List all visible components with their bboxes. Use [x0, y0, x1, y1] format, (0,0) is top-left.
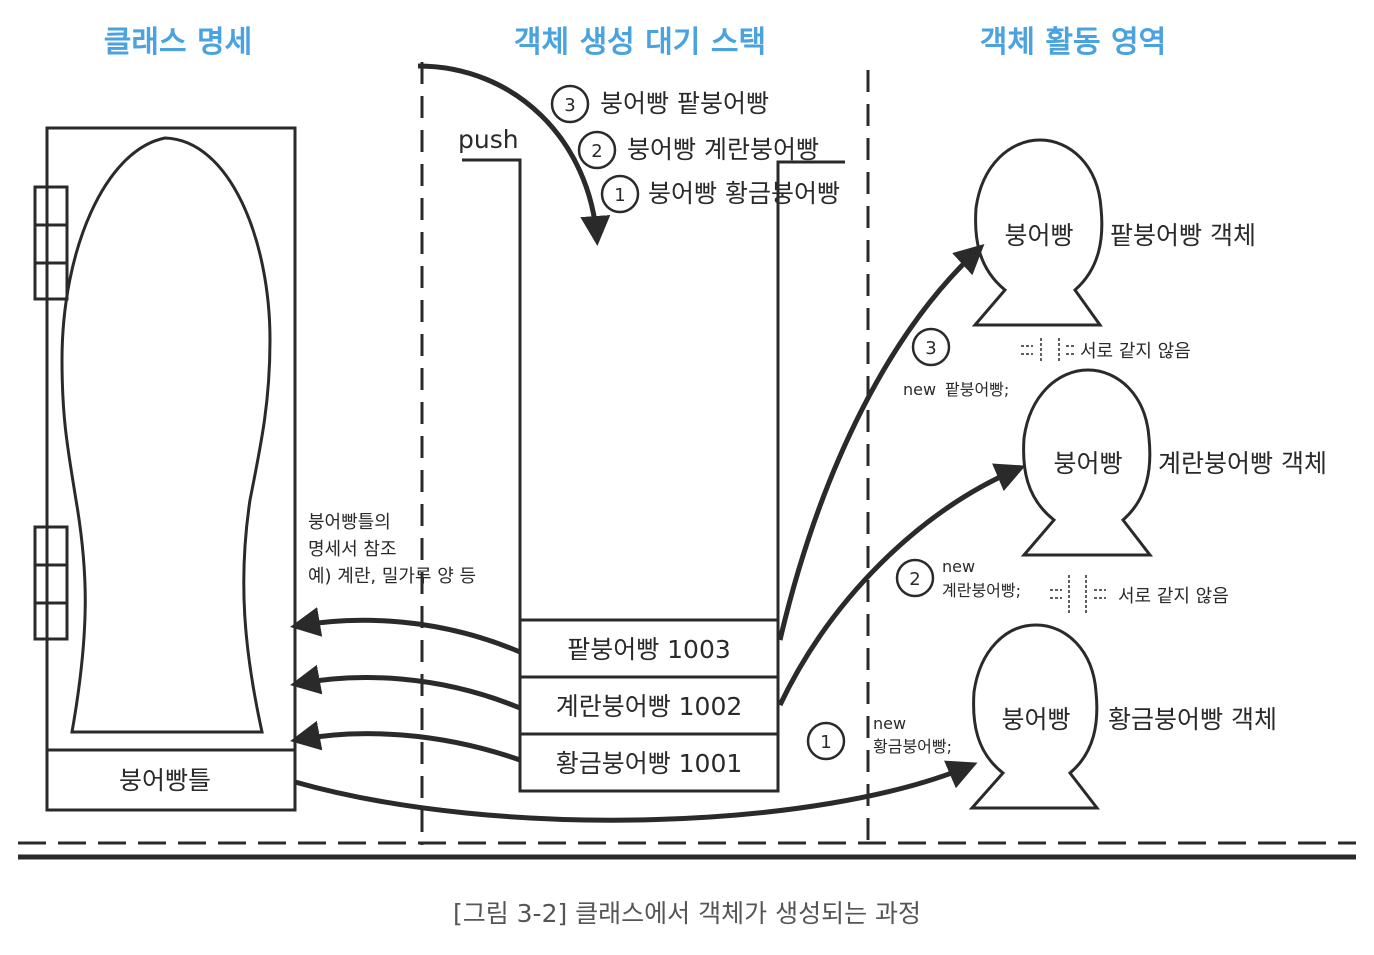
reference-arrow — [290, 607, 521, 655]
object-head-label: 붕어빵 — [1001, 705, 1070, 734]
hinge-top — [33, 185, 69, 301]
svg-text:2: 2 — [591, 141, 602, 162]
stack-left-wall — [462, 158, 522, 620]
svg-text:붕어빵틀의: 붕어빵틀의 — [308, 512, 391, 533]
push-label: push — [458, 125, 519, 154]
stack-right-wall — [776, 160, 845, 620]
fish-mold: 붕어빵틀 — [33, 126, 297, 812]
queue-item: 2 붕어빵 계란붕어빵 — [577, 130, 819, 170]
svg-text:3: 3 — [564, 95, 575, 116]
mold-label: 붕어빵틀 — [119, 766, 211, 795]
queue-number-badge — [550, 84, 590, 124]
object-head-label: 붕어빵 — [1004, 221, 1073, 250]
stack-entry: 팥붕어빵 1003 — [567, 635, 731, 664]
mold-frame — [45, 126, 297, 812]
queue-text: 붕어빵 계란붕어빵 — [627, 135, 819, 164]
stack-entry: 황금붕어빵 1001 — [556, 749, 743, 778]
hinge-bottom — [33, 525, 69, 641]
svg-text:new: new — [903, 380, 936, 399]
queue-text: 붕어빵 황금붕어빵 — [648, 179, 840, 208]
svg-text:3: 3 — [925, 338, 936, 359]
object-instance: 붕어빵 팥붕어빵 객체 — [971, 138, 1256, 327]
queue-item: 3 붕어빵 팥붕어빵 — [550, 84, 769, 124]
svg-text:예) 계란, 밀가루 양 등: 예) 계란, 밀가루 양 등 — [308, 566, 476, 587]
object-head-label: 붕어빵 — [1053, 449, 1122, 478]
stack: 팥붕어빵 1003 계란붕어빵 1002 황금붕어빵 1001 — [462, 158, 845, 793]
heading-class-spec: 클래스 명세 — [104, 25, 252, 60]
heading-active-area: 객체 활동 영역 — [980, 25, 1167, 60]
not-equal-marker: 서로 같지 않음 — [1021, 338, 1191, 362]
not-equal-marker: 서로 같지 않음 — [1050, 575, 1229, 613]
creation-label: 2 new 계란붕어빵; — [895, 557, 1021, 600]
svg-text:계란붕어빵;: 계란붕어빵; — [942, 581, 1021, 600]
object-instance: 붕어빵 황금붕어빵 객체 — [968, 623, 1277, 810]
svg-text:new: new — [942, 557, 975, 576]
creation-arrow — [777, 463, 1026, 707]
creation-arrow — [777, 243, 985, 641]
object-head-shape — [968, 623, 1101, 810]
not-equal-label: 서로 같지 않음 — [1118, 586, 1229, 607]
svg-text:1: 1 — [614, 185, 625, 206]
figure-caption: [그림 3-2] 클래스에서 객체가 생성되는 과정 — [453, 899, 921, 928]
queue-item: 1 붕어빵 황금붕어빵 — [600, 174, 840, 214]
creation-number-badge — [806, 721, 846, 761]
svg-text:new: new — [873, 714, 906, 733]
queue-number-badge — [600, 174, 640, 214]
reference-arrow — [290, 664, 521, 711]
object-head-shape — [971, 138, 1104, 327]
creation-number-badge — [895, 558, 935, 598]
queue-number-badge — [577, 130, 617, 170]
object-head-shape — [1020, 368, 1154, 557]
stack-entry: 계란붕어빵 1002 — [556, 692, 743, 721]
stack-slot-1 — [518, 732, 780, 793]
svg-text:2: 2 — [909, 569, 920, 590]
svg-text:팥붕어빵;: 팥붕어빵; — [945, 380, 1009, 399]
svg-text:1: 1 — [820, 732, 831, 753]
fish-outline — [60, 136, 272, 734]
creation-arrow — [294, 760, 978, 823]
creation-number-badge — [911, 327, 951, 367]
not-equal-label: 서로 같지 않음 — [1080, 341, 1191, 362]
reference-note: 붕어빵틀의 명세서 참조 예) 계란, 밀가루 양 등 — [308, 512, 476, 587]
push-arrow — [417, 63, 611, 246]
object-label: 팥붕어빵 객체 — [1110, 221, 1256, 250]
object-instance: 붕어빵 계란붕어빵 객체 — [1020, 368, 1327, 557]
creation-label: 3 new 팥붕어빵; — [903, 327, 1009, 399]
svg-text:황금붕어빵;: 황금붕어빵; — [873, 737, 952, 756]
heading-stack: 객체 생성 대기 스택 — [514, 25, 766, 60]
svg-text:명세서 참조: 명세서 참조 — [308, 539, 397, 560]
object-label: 계란붕어빵 객체 — [1158, 449, 1327, 478]
queue-text: 붕어빵 팥붕어빵 — [600, 89, 769, 118]
reference-arrow — [290, 720, 521, 763]
creation-label: 1 new 황금붕어빵; — [806, 714, 952, 761]
object-label: 황금붕어빵 객체 — [1108, 705, 1277, 734]
